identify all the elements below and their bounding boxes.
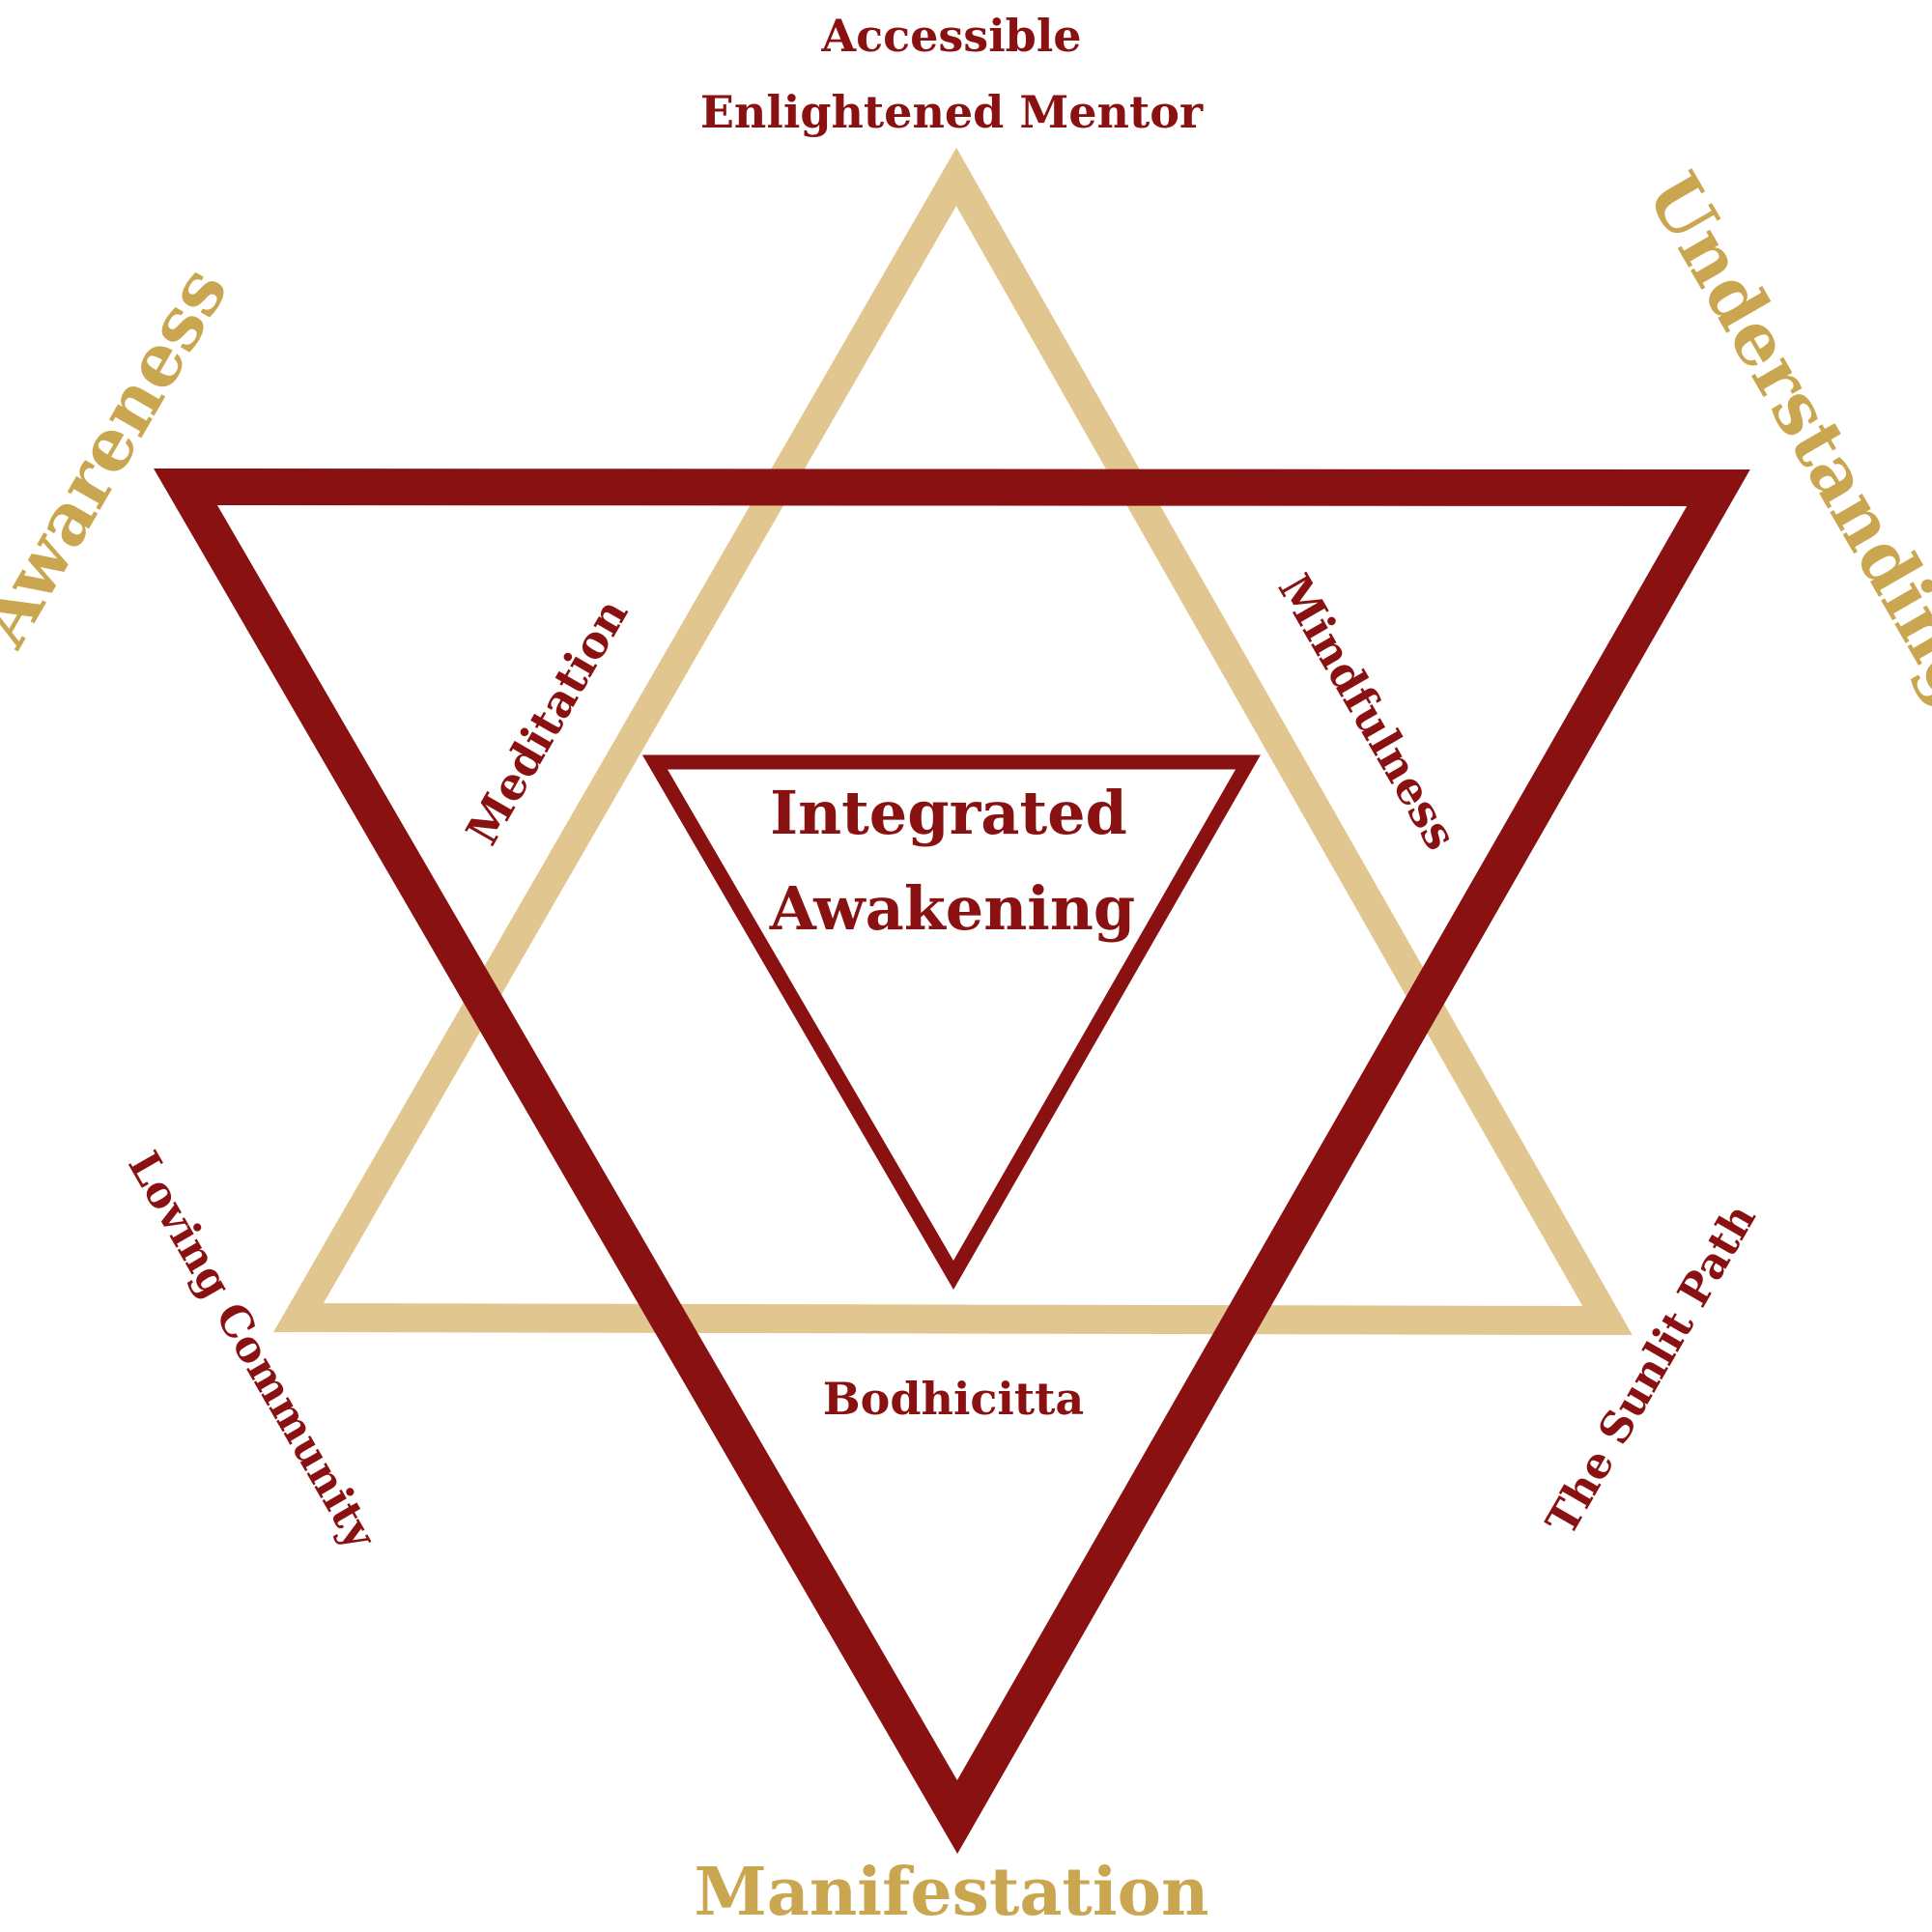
top-label-line1: Accessible xyxy=(820,10,1081,62)
inner-triangle xyxy=(641,754,1261,1290)
center-label-line2: Awakening xyxy=(769,873,1136,944)
bodhicitta-label: Bodhicitta xyxy=(823,1373,1084,1425)
awareness-label: Awareness xyxy=(0,253,244,661)
downward-triangle xyxy=(153,468,1750,1855)
upward-triangle xyxy=(273,147,1633,1336)
center-label-line1: Integrated xyxy=(770,778,1127,848)
understanding-label: Understanding xyxy=(1631,159,1932,719)
manifestation-label: Manifestation xyxy=(695,1854,1209,1931)
mindfulness-label: Mindfulness xyxy=(1268,565,1467,858)
loving-community-label: Loving Community xyxy=(118,1144,385,1558)
meditation-label: Meditation xyxy=(456,590,639,854)
top-label-line2: Enlightened Mentor xyxy=(700,86,1204,138)
